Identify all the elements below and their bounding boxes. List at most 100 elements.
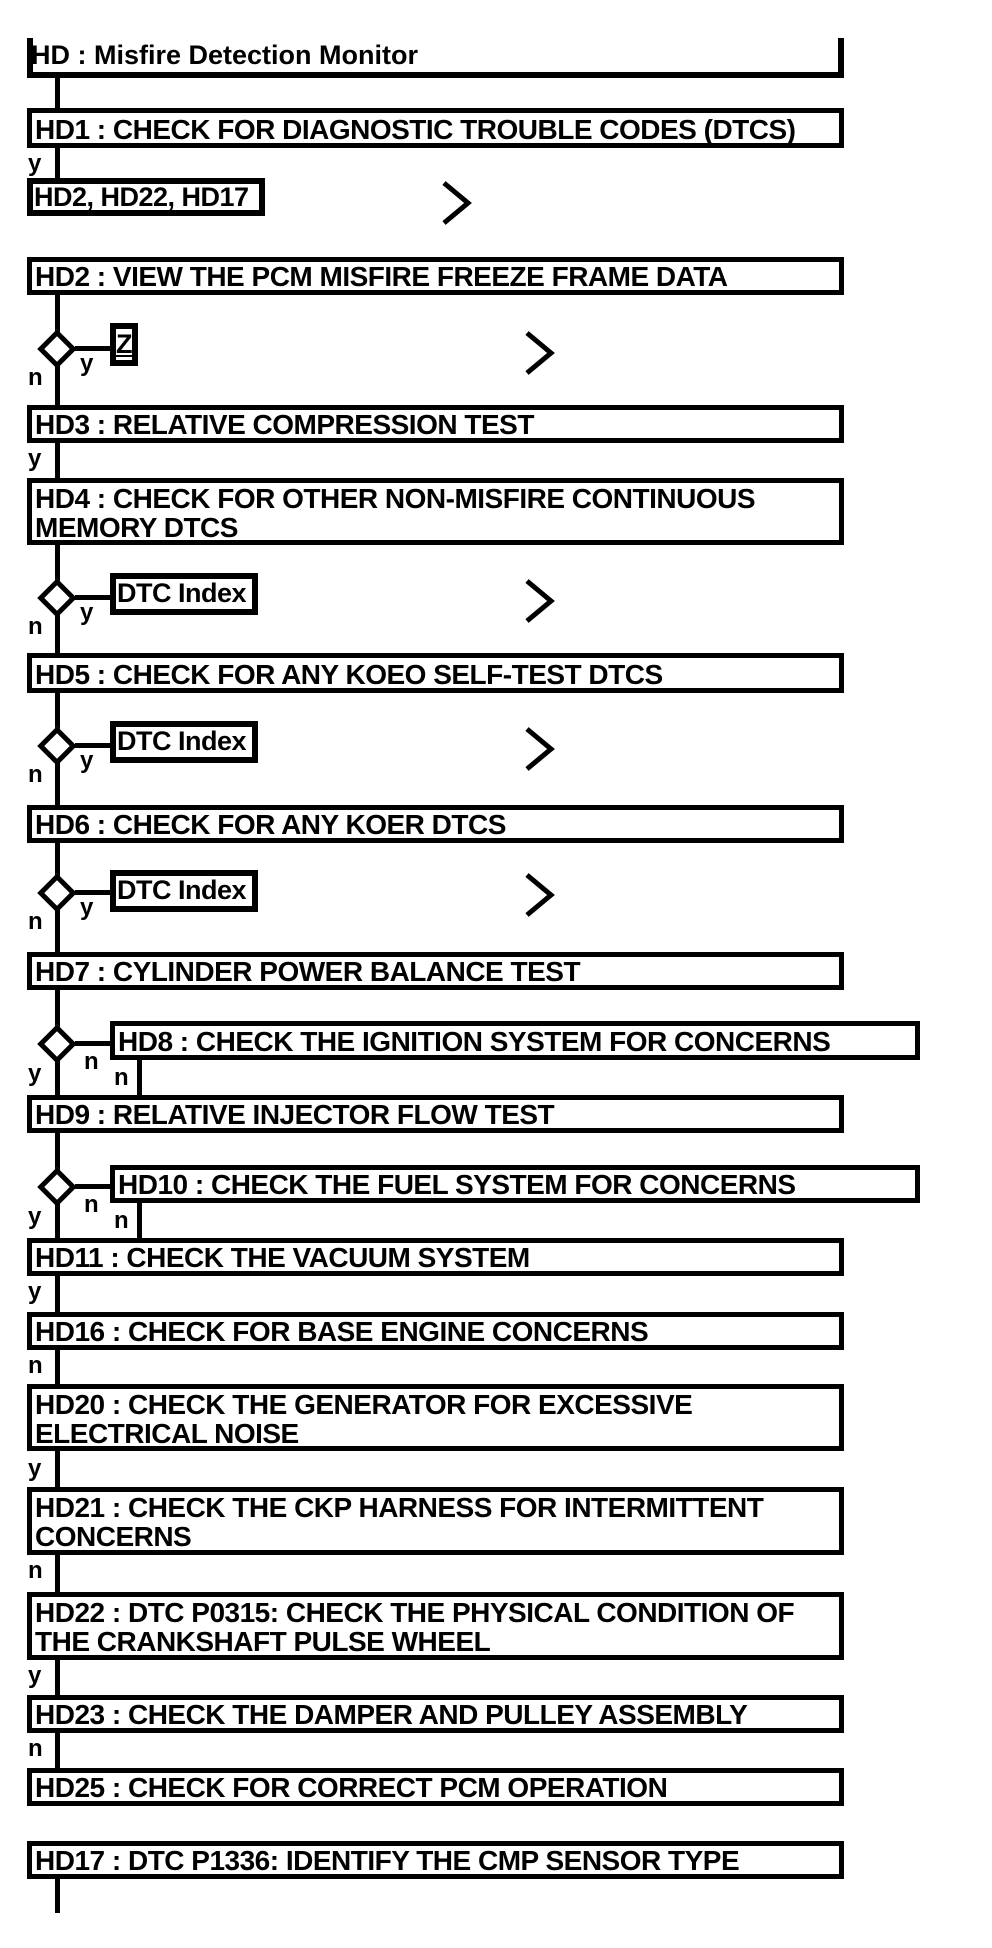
dtc-index-link[interactable]: DTC Index [110,870,258,912]
step-box-hd9[interactable]: HD9 : RELATIVE INJECTOR FLOW TEST [27,1095,844,1133]
dtc-index-text: DTC Index [117,726,247,756]
dtc-index-link[interactable]: DTC Index [110,573,258,615]
branch-label-no: n [114,1207,129,1234]
dtc-index-link[interactable]: DTC Index [110,721,258,763]
branch-label-yes: y [28,1278,42,1305]
flowchart-title: HD : Misfire Detection Monitor [31,40,419,70]
step-text: HD11 : CHECK THE VACUUM SYSTEM [35,1242,530,1273]
step-box-hd1[interactable]: HD1 : CHECK FOR DIAGNOSTIC TROUBLE CODES… [27,108,844,148]
branch-label-yes: y [80,599,94,626]
branch-label-yes: y [80,894,94,921]
continuation-chevron-icon [525,727,555,771]
branch-label-no: n [84,1048,99,1075]
step-text: HD25 : CHECK FOR CORRECT PCM OPERATION [35,1772,668,1803]
step-text: HD2 : VIEW THE PCM MISFIRE FREEZE FRAME … [35,261,728,292]
branch-line [75,743,111,748]
connector-line [55,1879,60,1913]
connector-line [55,148,60,178]
step-box-hd23[interactable]: HD23 : CHECK THE DAMPER AND PULLEY ASSEM… [27,1695,844,1733]
connector-line [55,1200,60,1238]
continuation-chevron-icon [525,331,555,375]
branch-line [75,1041,111,1046]
connector-line [55,362,60,405]
connector-line [55,693,60,735]
branch-label-yes: y [28,150,42,177]
step-text: HD10 : CHECK THE FUEL SYSTEM FOR CONCERN… [118,1169,796,1200]
step-box-hd11[interactable]: HD11 : CHECK THE VACUUM SYSTEM [27,1238,844,1276]
dtc-index-text: DTC Index [117,578,247,608]
branch-label-yes: y [80,350,94,377]
step-text: HD7 : CYLINDER POWER BALANCE TEST [35,956,581,987]
connector-line [55,1350,60,1384]
step-box-hd2[interactable]: HD2 : VIEW THE PCM MISFIRE FREEZE FRAME … [27,257,844,295]
step-text: ELECTRICAL NOISE [35,1418,299,1449]
connector-line [55,295,60,338]
branch-label-yes: y [28,445,42,472]
z-link-text: Z [116,329,133,359]
branch-line [75,1184,111,1189]
connector-line [55,1555,60,1592]
connector-line [55,611,60,653]
branch-label-no: n [114,1064,129,1091]
step-box-hd10[interactable]: HD10 : CHECK THE FUEL SYSTEM FOR CONCERN… [110,1165,920,1203]
step-text: MEMORY DTCS [35,512,238,543]
step-box-hd16[interactable]: HD16 : CHECK FOR BASE ENGINE CONCERNS [27,1312,844,1350]
step-box-hd4[interactable]: HD4 : CHECK FOR OTHER NON-MISFIRE CONTIN… [27,478,844,545]
connector-line [55,759,60,805]
connector-line [55,443,60,478]
dtc-index-text: DTC Index [117,875,247,905]
branch-line [75,890,111,895]
connector-line [55,1133,60,1176]
branch-label-yes: y [28,1060,42,1087]
step-box-hd3[interactable]: HD3 : RELATIVE COMPRESSION TEST [27,405,844,443]
step-box-hd6[interactable]: HD6 : CHECK FOR ANY KOER DTCS [27,805,844,843]
step-box-hd17[interactable]: HD17 : DTC P1336: IDENTIFY THE CMP SENSO… [27,1841,844,1879]
step-text: THE CRANKSHAFT PULSE WHEEL [35,1626,491,1657]
connector-line [55,906,60,952]
branch-label-yes: y [80,747,94,774]
step-text: HD20 : CHECK THE GENERATOR FOR EXCESSIVE [35,1389,693,1420]
branch-connector-line [137,1057,142,1095]
connector-line [55,1057,60,1095]
branch-label-yes: y [28,1455,42,1482]
step-text: HD8 : CHECK THE IGNITION SYSTEM FOR CONC… [118,1026,831,1057]
header-bracket-right-tick [838,38,844,78]
branch-label-no: n [28,761,43,788]
step-box-hd22[interactable]: HD22 : DTC P0315: CHECK THE PHYSICAL CON… [27,1592,844,1660]
branch-line [75,595,111,600]
connector-line [55,78,60,108]
continuation-chevron-icon [525,873,555,917]
z-pinpoint-link[interactable]: Z [110,323,138,366]
step-text: HD4 : CHECK FOR OTHER NON-MISFIRE CONTIN… [35,483,756,514]
continuation-chevron-icon [525,579,555,623]
connector-line [55,1733,60,1768]
step-text: HD16 : CHECK FOR BASE ENGINE CONCERNS [35,1316,649,1347]
branch-label-no: n [28,364,43,391]
connector-line [55,1451,60,1487]
step-text: HD5 : CHECK FOR ANY KOEO SELF-TEST DTCS [35,659,663,690]
branch-line [75,346,111,351]
step-box-hd25[interactable]: HD25 : CHECK FOR CORRECT PCM OPERATION [27,1768,844,1806]
step-box-hd20[interactable]: HD20 : CHECK THE GENERATOR FOR EXCESSIVE… [27,1384,844,1451]
continuation-chevron-icon [442,181,472,225]
branch-label-yes: y [28,1662,42,1689]
next-steps-link[interactable]: HD2, HD22, HD17 [27,178,265,216]
step-text: HD22 : DTC P0315: CHECK THE PHYSICAL CON… [35,1597,795,1628]
step-box-hd7[interactable]: HD7 : CYLINDER POWER BALANCE TEST [27,952,844,990]
branch-label-no: n [28,613,43,640]
branch-label-no: n [28,1352,43,1379]
step-box-hd8[interactable]: HD8 : CHECK THE IGNITION SYSTEM FOR CONC… [110,1021,920,1060]
branch-label-no: n [84,1191,99,1218]
branch-label-no: n [28,1557,43,1584]
next-steps-text: HD2, HD22, HD17 [34,182,249,212]
step-box-hd5[interactable]: HD5 : CHECK FOR ANY KOEO SELF-TEST DTCS [27,653,844,693]
connector-line [55,990,60,1033]
header-bracket-left-tick [27,38,33,78]
branch-label-no: n [28,908,43,935]
branch-label-no: n [28,1735,43,1762]
step-text: HD21 : CHECK THE CKP HARNESS FOR INTERMI… [35,1492,764,1523]
step-text: CONCERNS [35,1521,192,1552]
step-box-hd21[interactable]: HD21 : CHECK THE CKP HARNESS FOR INTERMI… [27,1487,844,1555]
branch-label-yes: y [28,1203,42,1230]
